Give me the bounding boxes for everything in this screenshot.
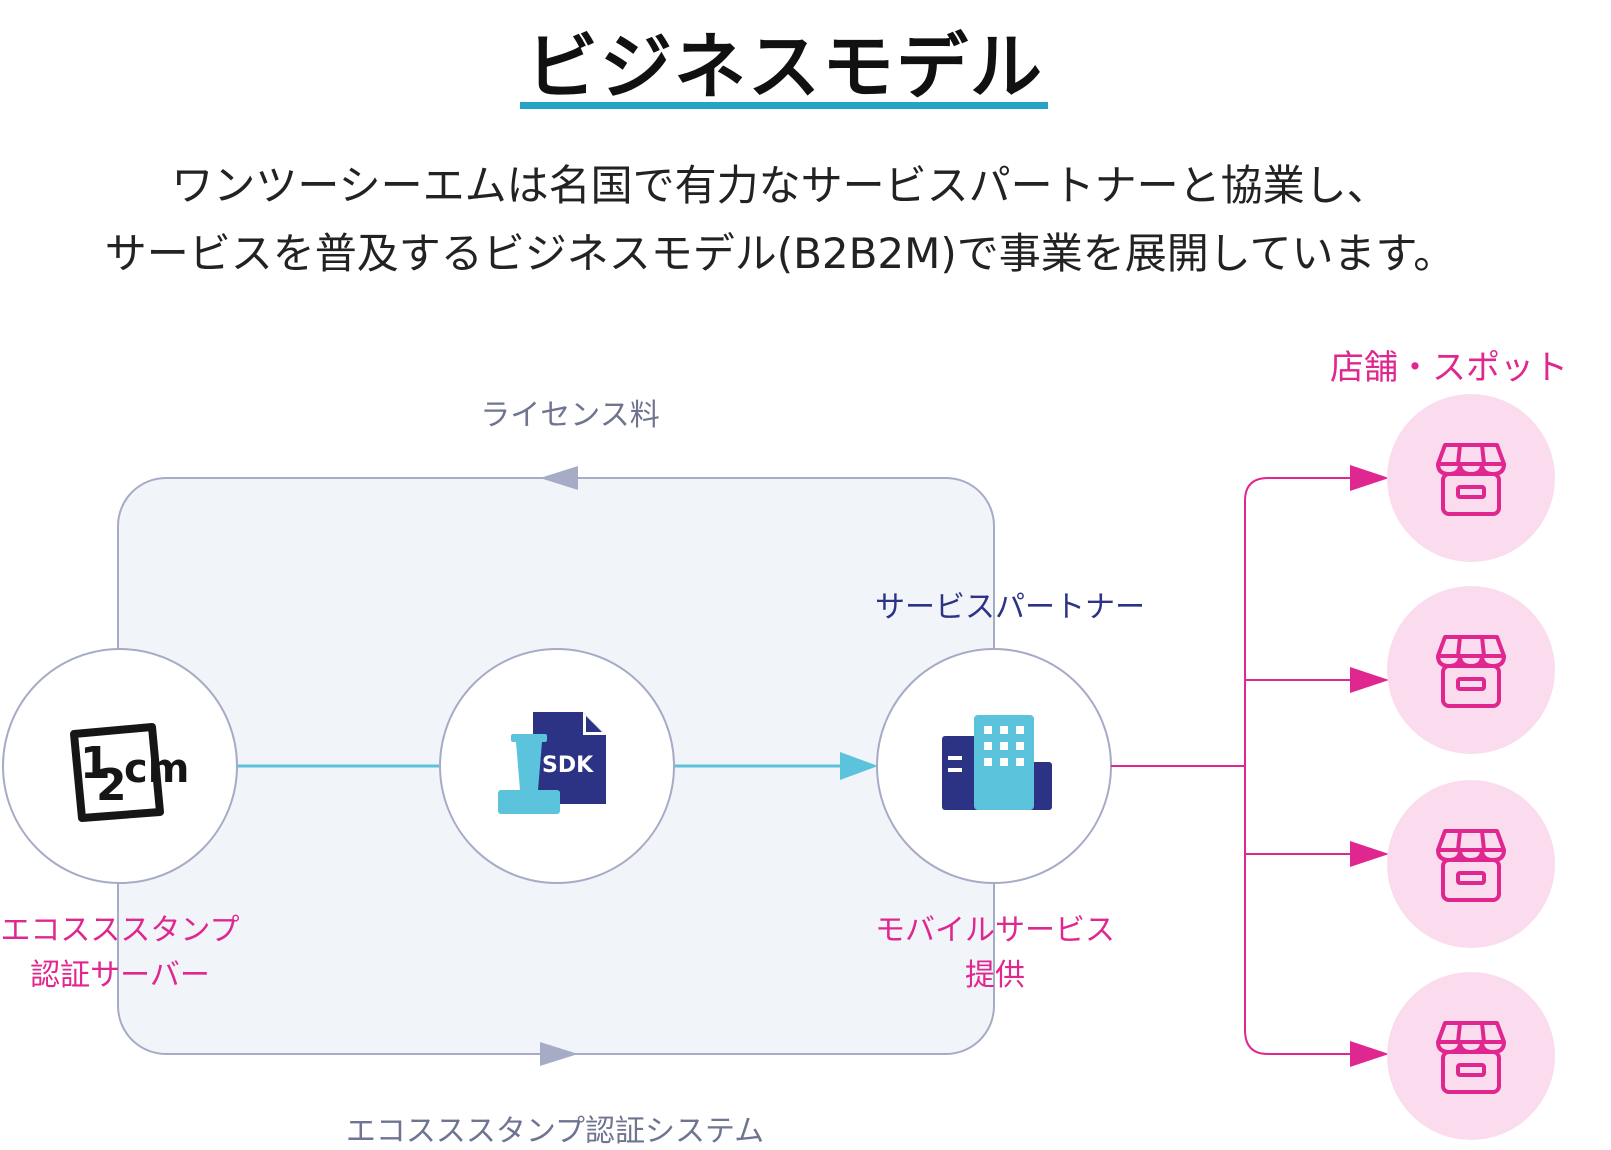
svg-text:SDK: SDK [542,753,594,778]
building-icon [942,715,1052,810]
intro-line-1: ワンツーシーエムは名国で有力なサービスパートナーと協業し、 [171,161,1389,210]
store-spot [1387,780,1555,948]
store-spot [1387,972,1555,1140]
mobile-service-label-line1: モバイルサービス [875,913,1115,948]
system-flow-arrow [540,1042,578,1066]
stores-spots-label: 店舗・スポット [1330,348,1568,388]
license-fee-arrow [540,466,578,490]
store-icon [1436,1021,1506,1094]
page-title: ビジネスモデル [525,25,1044,109]
sdk-stamp-icon: SDK [498,712,606,814]
ecostamp-server-label-line2: 認証サーバー [30,958,210,993]
ecostamp-server-label-line1: エコスススタンプ [0,913,240,948]
svg-text:1: 1 [80,738,111,789]
svg-text:2: 2 [96,760,127,811]
license-fee-label: ライセンス料 [480,398,660,433]
server-circle [2,648,238,884]
connector-arrow-head [840,752,878,780]
mobile-service-label-line2: 提供 [965,958,1025,993]
store-icon [1436,635,1506,708]
store-spot [1387,394,1555,562]
service-partner-label: サービスパートナー [875,590,1145,625]
intro-line-2: サービスを普及するビジネスモデル(B2B2M)で事業を展開しています。 [104,229,1456,278]
svg-text:cm: cm [124,746,189,792]
distribution-lines [1111,477,1352,1055]
store-icon [1436,443,1506,516]
12cm-logo: 1 2 cm [70,723,189,822]
store-icon [1436,829,1506,902]
ecostamp-system-label: エコスススタンプ認証システム [345,1114,765,1149]
distribution-arrow-heads [1350,465,1389,1067]
store-spot [1387,586,1555,754]
title-underline [520,102,1048,109]
